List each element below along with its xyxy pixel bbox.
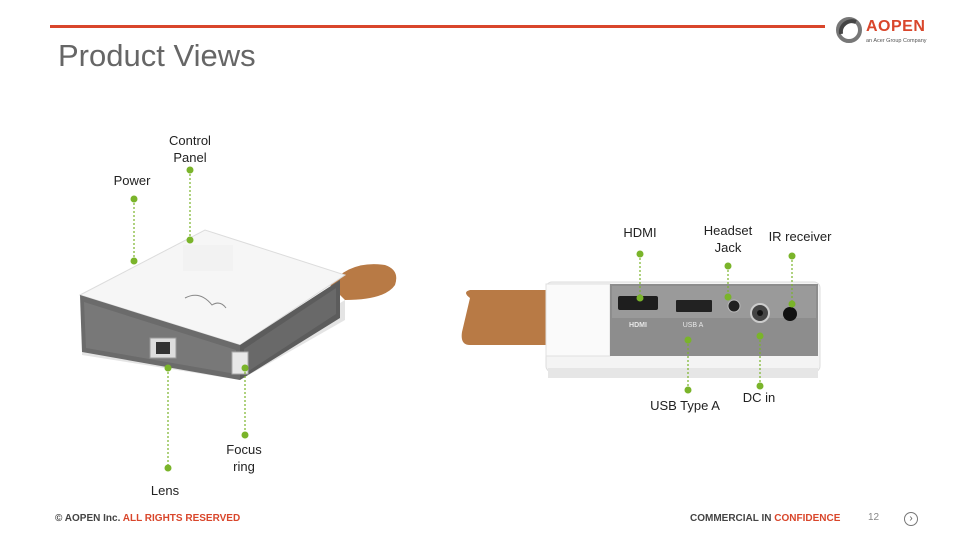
- callout-focus-ring: Focus ring: [226, 442, 262, 474]
- page-number: 12: [868, 512, 880, 523]
- headset-jack: [727, 299, 741, 313]
- page-title: Product Views: [58, 38, 256, 73]
- confidential-prefix: COMMERCIAL IN: [690, 513, 772, 524]
- copyright-prefix: © AOPEN Inc.: [55, 513, 121, 524]
- logo-tagline: an Acer Group Company: [866, 38, 927, 44]
- projector-rear-view: HDMI USB A: [461, 281, 821, 378]
- header-rule: [50, 25, 825, 28]
- chevron-right-icon: ›: [909, 513, 913, 524]
- callout-dc-in: DC in: [742, 390, 776, 405]
- callout-headset-jack: Headset Jack: [703, 223, 753, 255]
- footer-copyright: © AOPEN Inc. ALL RIGHTS RESERVED: [55, 513, 240, 524]
- callout-ir-receiver: IR receiver: [768, 229, 832, 244]
- projector-top-view: [78, 229, 397, 380]
- aopen-logo-icon: [836, 17, 862, 43]
- copyright-accent: ALL RIGHTS RESERVED: [122, 513, 241, 524]
- usb-port: [676, 300, 712, 312]
- strap-left: [330, 264, 397, 300]
- callout-control-panel: Control Panel: [169, 133, 211, 165]
- callout-power: Power: [113, 173, 151, 188]
- brand-logo: AOPEN an Acer Group Company: [836, 16, 946, 50]
- callout-hdmi: HDMI: [623, 225, 657, 240]
- confidential-accent: CONFIDENCE: [774, 513, 841, 524]
- logo-brand-text: AOPEN: [866, 18, 926, 35]
- ir-receiver: [783, 307, 797, 321]
- next-slide-button[interactable]: ›: [904, 512, 918, 526]
- hdmi-port-marking: HDMI: [629, 322, 647, 329]
- hdmi-port: [618, 296, 658, 310]
- usb-port-marking: USB A: [683, 322, 704, 329]
- footer-confidential: COMMERCIAL IN CONFIDENCE: [690, 513, 840, 524]
- callout-usb-type-a: USB Type A: [650, 398, 720, 413]
- strap-right: [461, 290, 555, 345]
- callout-lens: Lens: [150, 483, 180, 498]
